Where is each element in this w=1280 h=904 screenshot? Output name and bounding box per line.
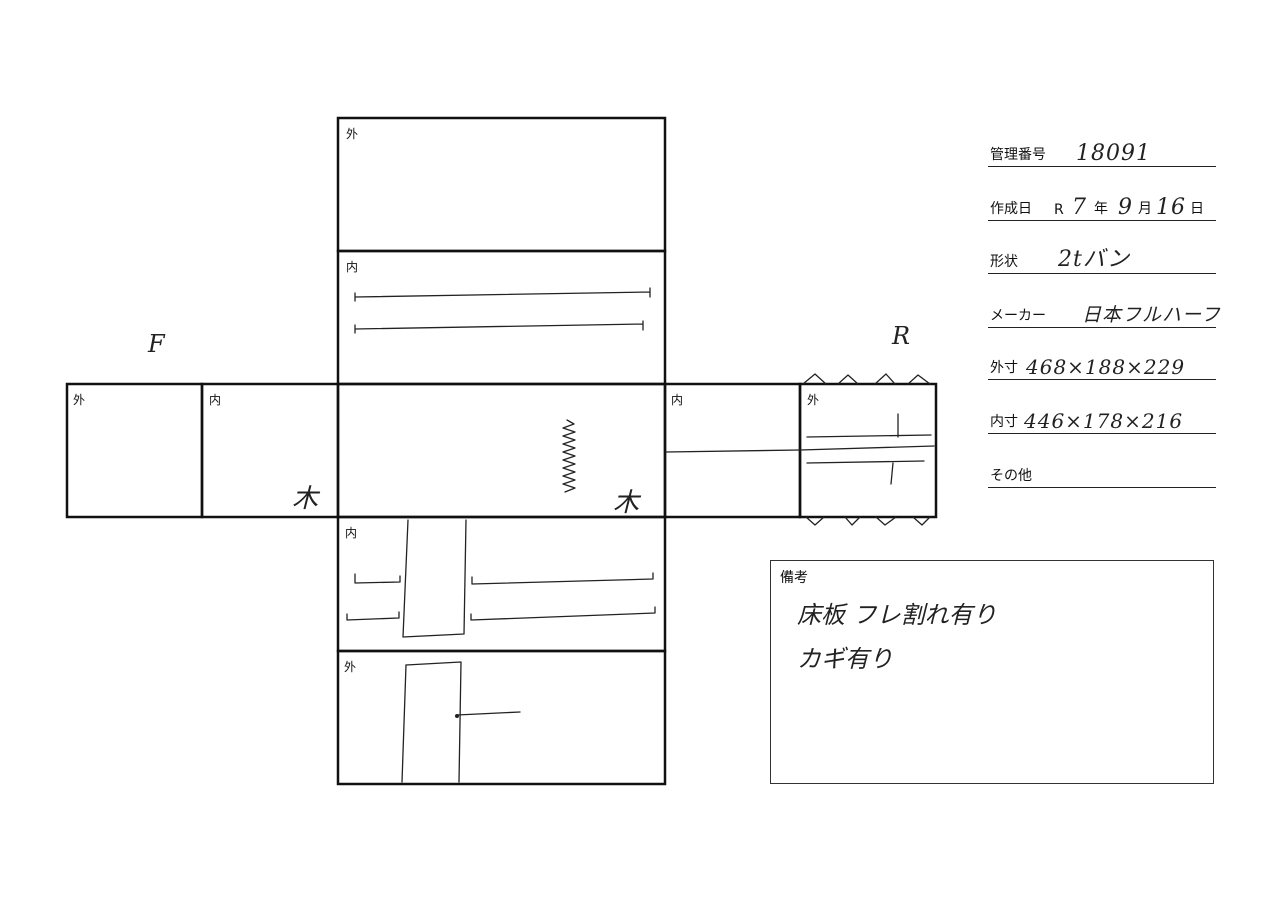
management-number-label: 管理番号 [990,147,1046,163]
management-number-value: 18091 [1076,141,1151,166]
created-date-day-unit: 日 [1190,201,1204,217]
top-inner-rails [354,287,651,334]
top-outer-label: 外 [346,127,359,141]
bottom-inner-markings [346,519,656,638]
left-outer-label: 外 [73,393,86,407]
shape-value: 2tバン [1058,247,1130,272]
outer-size-row: 外寸 468×188×229 [988,355,1216,380]
maker-label: メーカー [990,308,1046,324]
left-inner-label: 内 [209,393,222,407]
left-outer-panel [65,382,204,519]
right-outer-panel [798,382,938,519]
inner-size-label: 内寸 [990,414,1018,430]
remarks-title: 備考 [780,570,808,586]
top-inner-label: 内 [346,260,359,274]
management-number-row: 管理番号 18091 [988,141,1216,167]
rear-mark: R [892,322,911,350]
other-label: その他 [990,468,1032,484]
maker-value: 日本フルハーフ [1082,304,1221,326]
created-date-era: R [1054,202,1064,218]
wood-mark-left: 木 [292,484,319,514]
remarks-line-2: カギ有り [797,645,893,673]
inner-size-value: 446×178×216 [1024,409,1184,433]
right-panel-crack-line [665,445,935,453]
right-outer-markings [806,413,932,485]
floor-damage-mark [562,419,576,493]
front-mark: F [148,330,165,358]
wood-mark-center: 木 [613,488,640,518]
created-date-row: 作成日 R 7 年 9 月 16 日 [988,195,1216,221]
remarks-box: 備考 床板 フレ割れ有り カギ有り [770,560,1214,784]
created-date-year: 7 [1072,195,1087,220]
created-date-label: 作成日 [990,201,1032,217]
outer-size-value: 468×188×229 [1026,355,1186,379]
created-date-month-unit: 月 [1138,201,1152,217]
right-outer-label: 外 [807,393,820,407]
right-inner-label: 内 [671,393,684,407]
rear-door-hinges-top [802,373,931,385]
created-date-year-unit: 年 [1094,201,1108,217]
top-outer-panel [336,116,667,253]
bottom-outer-markings [401,661,521,783]
created-date-month: 9 [1118,195,1133,220]
outer-size-label: 外寸 [990,360,1018,376]
other-row: その他 [988,465,1216,488]
bottom-outer-panel [336,649,667,786]
inner-size-row: 内寸 446×178×216 [988,409,1216,434]
created-date-day: 16 [1156,195,1186,220]
remarks-line-1: 床板 フレ割れ有り [797,601,997,629]
shape-label: 形状 [990,254,1018,270]
shape-row: 形状 2tバン [988,247,1216,274]
maker-row: メーカー 日本フルハーフ [988,304,1220,328]
rear-door-hinges-bottom [805,516,931,526]
bottom-outer-label: 外 [344,660,357,674]
bottom-inner-panel [336,515,667,653]
bottom-inner-label: 内 [345,526,358,540]
top-inner-panel [336,249,667,386]
